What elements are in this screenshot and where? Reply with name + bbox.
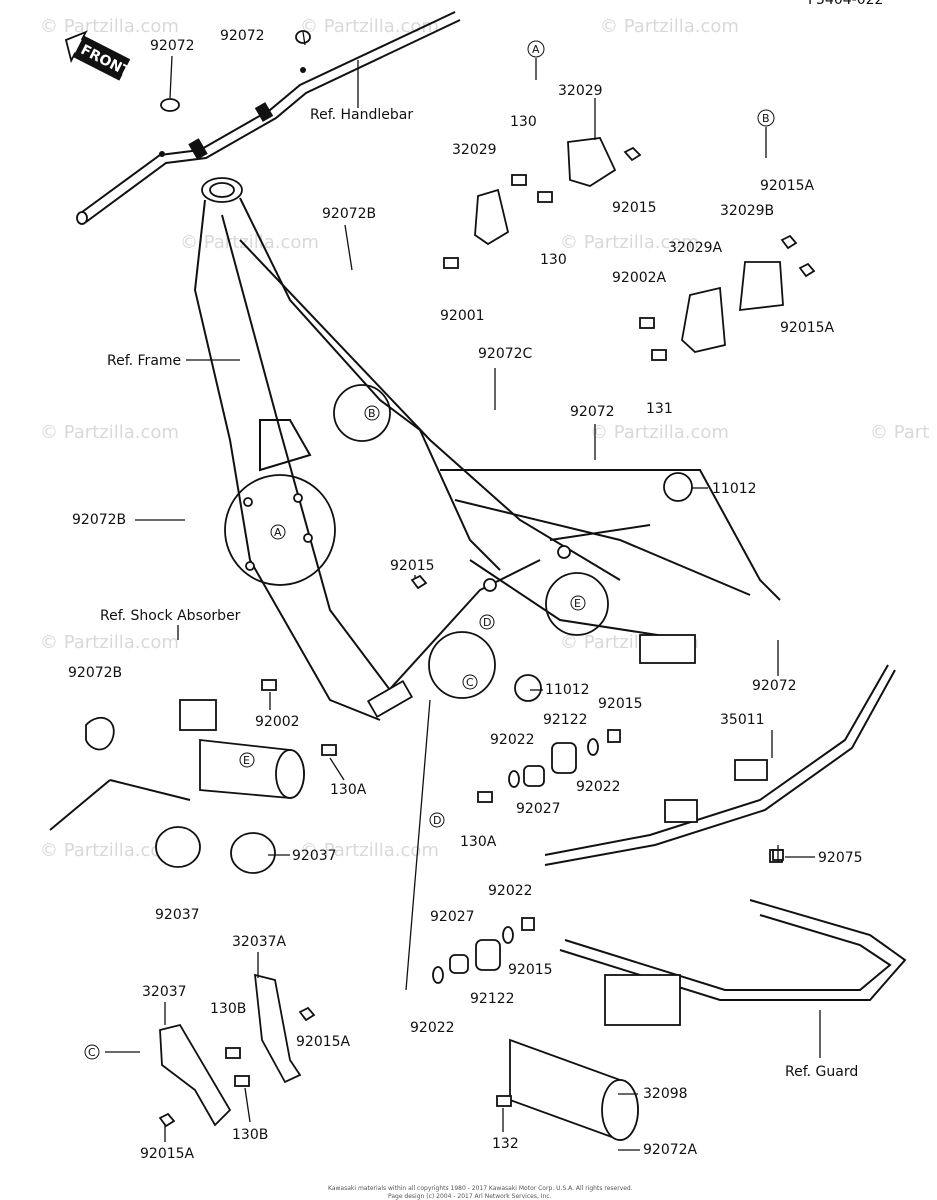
part-number: 92015 (390, 558, 435, 574)
part-number: 92037 (155, 907, 200, 923)
part-number: 92015A (760, 178, 815, 194)
ref-shock-label: Ref. Shock Absorber (100, 608, 241, 624)
part-number: 92015 (508, 962, 553, 978)
watermark: © Partzilla.com (300, 16, 439, 37)
part-number: 92027 (430, 909, 475, 925)
watermark: © Partzilla.com (300, 840, 439, 861)
watermark: © Partzilla.com (40, 16, 179, 37)
part-number: 92027 (516, 801, 561, 817)
watermark: © Partzilla.com (600, 16, 739, 37)
part-number: 92072A (643, 1142, 698, 1158)
part-number: 92015 (598, 696, 643, 712)
frame-drawing (193, 177, 781, 721)
part-number: 130 (540, 252, 567, 268)
callout-letter: A (274, 526, 282, 539)
part-number: 92072B (72, 512, 126, 528)
callout-letter: C (466, 676, 474, 689)
footrest-bar-drawing (544, 664, 896, 866)
copyright-line: Kawasaki materials within all copyrights… (328, 1185, 633, 1192)
part-number: 11012 (712, 481, 757, 497)
clamp-icon (160, 30, 311, 112)
part-number: 130B (210, 1001, 246, 1017)
part-number: 32098 (643, 1086, 688, 1102)
callout-letter: E (243, 754, 250, 767)
part-number: 92015A (140, 1146, 195, 1162)
reference-labels: Ref. Handlebar Ref. Frame Ref. Shock Abs… (100, 60, 858, 1080)
part-number: 92015A (780, 320, 835, 336)
callout-letter: B (762, 112, 770, 125)
part-number: 130A (460, 834, 497, 850)
part-number: 132 (492, 1136, 519, 1152)
callout-letter: B (368, 407, 376, 420)
ref-guard-label: Ref. Guard (785, 1064, 858, 1080)
part-number: 92015A (296, 1034, 351, 1050)
handlebar-drawing (76, 11, 461, 225)
watermark: © Partzilla.com (40, 840, 179, 861)
callout-letter: C (88, 1046, 96, 1059)
watermark: © Partzilla.com (40, 422, 179, 443)
callout-letter: E (574, 597, 581, 610)
ref-frame-label: Ref. Frame (107, 353, 181, 369)
part-number: 32029B (720, 203, 774, 219)
part-number: 92072C (478, 346, 533, 362)
part-number: 32037 (142, 984, 187, 1000)
part-number: 92072B (322, 206, 376, 222)
watermark: © Partzilla.com (590, 422, 729, 443)
copyright-line: Page design (c) 2004 - 2017 Arl Network … (388, 1193, 552, 1200)
part-number: 92022 (488, 883, 533, 899)
callout-letter: D (433, 814, 441, 827)
part-number: 11012 (545, 682, 590, 698)
ref-handlebar-label: Ref. Handlebar (310, 107, 413, 123)
callout-letter: A (532, 43, 540, 56)
guard-drawing (509, 899, 907, 1141)
part-number: 130B (232, 1127, 268, 1143)
bushing-drawing (261, 472, 784, 1107)
part-number: 130 (510, 114, 537, 130)
part-number: 92072B (68, 665, 122, 681)
part-number: 32029 (558, 83, 603, 99)
part-number: 35011 (720, 712, 765, 728)
diagram-code: F5404-022 (808, 0, 883, 8)
part-number: 92002A (612, 270, 667, 286)
part-number: 92002 (255, 714, 300, 730)
watermark: © Partzilla.com (560, 232, 699, 253)
bracket-drawing (158, 973, 316, 1128)
part-number: 92072 (150, 38, 195, 54)
part-number: 92122 (470, 991, 515, 1007)
callout-letter: D (483, 616, 491, 629)
part-number: 32029 (452, 142, 497, 158)
part-number: 92022 (490, 732, 535, 748)
watermark-layer: © Partzilla.com © Partzilla.com © Partzi… (40, 16, 929, 861)
part-number: 92122 (543, 712, 588, 728)
watermark: © Part (870, 422, 929, 443)
part-number: 92022 (576, 779, 621, 795)
part-number: 92001 (440, 308, 485, 324)
part-number: 92037 (292, 848, 337, 864)
part-number: 92075 (818, 850, 863, 866)
part-number: 92072 (220, 28, 265, 44)
leader-lines (105, 31, 815, 1151)
part-number: 131 (646, 401, 673, 417)
part-number: 92022 (410, 1020, 455, 1036)
part-number: 32037A (232, 934, 287, 950)
part-labels: 92072 92072 32029 130 32029 92015 130 92… (68, 28, 863, 1162)
part-number: 92015 (612, 200, 657, 216)
shock-absorber-drawing (49, 699, 305, 874)
bracket-drawing (443, 137, 816, 361)
watermark: © Partzilla.com (180, 232, 319, 253)
part-number: 92072 (570, 404, 615, 420)
part-number: 130A (330, 782, 367, 798)
part-number: 32029A (668, 240, 723, 256)
part-number: 92072 (752, 678, 797, 694)
watermark: © Partzilla.com (40, 632, 179, 653)
detail-circles: B A C D E (224, 384, 609, 699)
